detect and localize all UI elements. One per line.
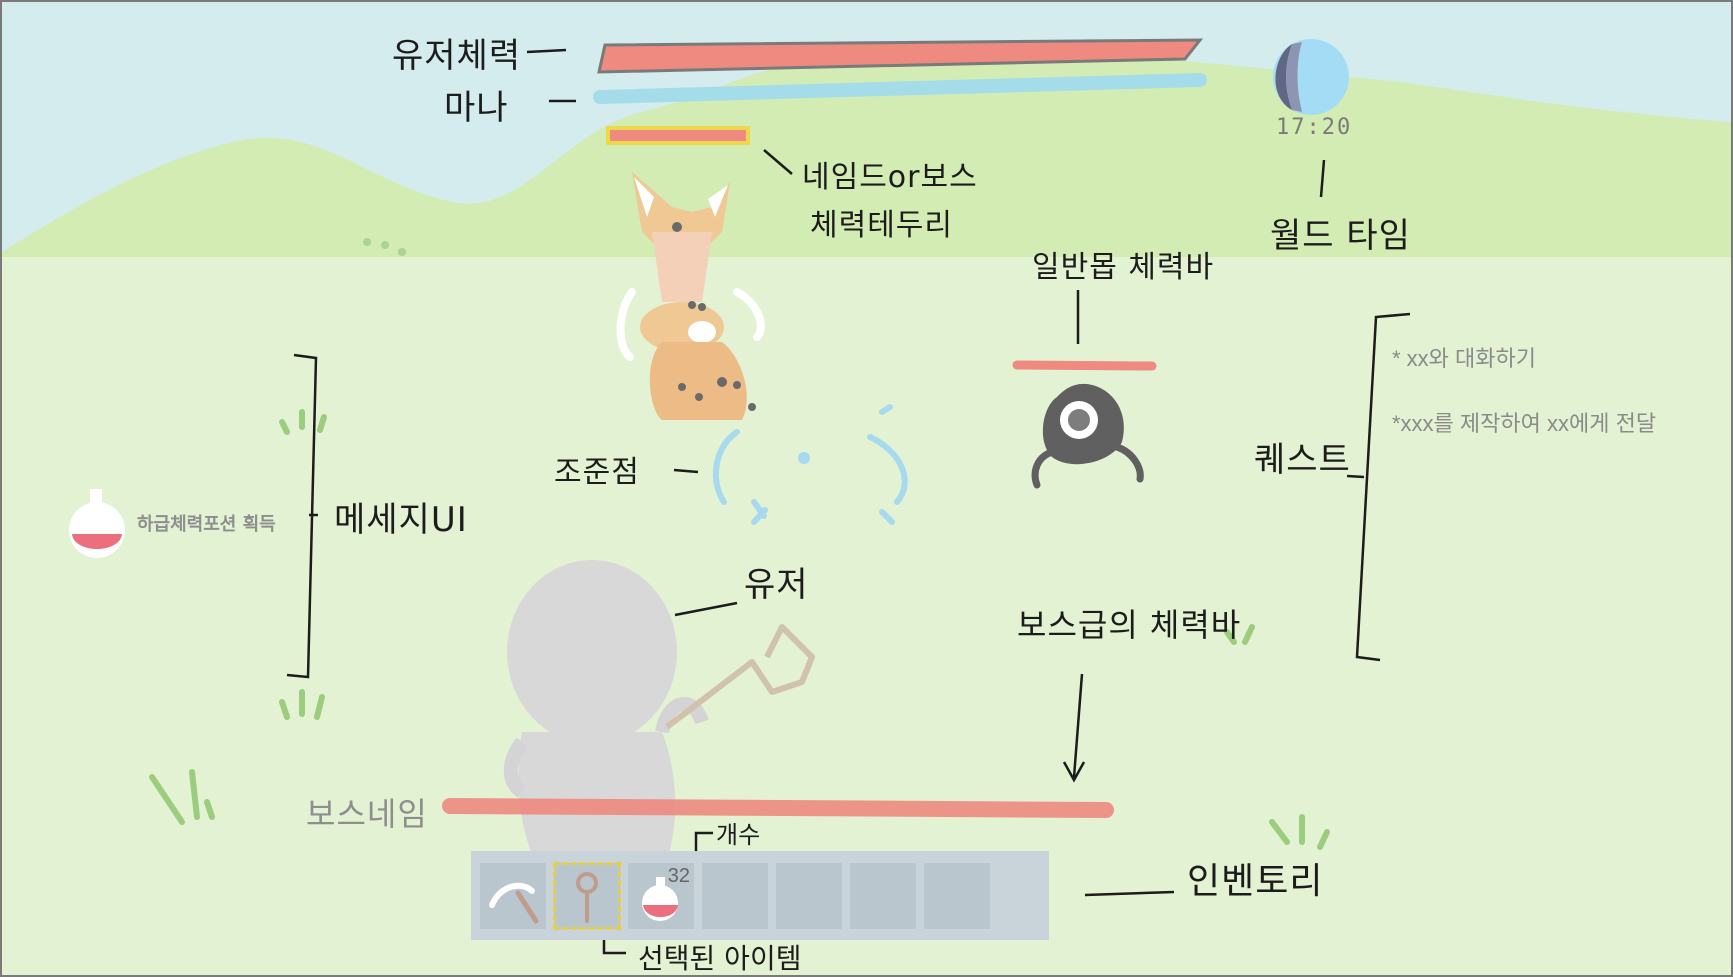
boss-hp-label: 보스급의 체력바: [1017, 606, 1242, 644]
count-label: 개수: [716, 821, 761, 849]
potion-icon: [642, 876, 678, 921]
normal-mob-creature: [1031, 383, 1144, 489]
inventory-slot-7[interactable]: [924, 862, 990, 929]
grass-tufts: [149, 409, 1330, 850]
inventory-slot-1[interactable]: [480, 862, 546, 929]
user-hp-bar: [597, 38, 1204, 74]
named-boss-creature: [616, 172, 765, 420]
selected-item-label: 선택된 아이템: [638, 942, 802, 975]
normal-mob-hp-bar: [1012, 360, 1157, 371]
inventory-slot-6[interactable]: [850, 862, 916, 929]
user-hp-label: 유저체력: [392, 36, 522, 76]
named-boss-hp-label-line1: 네임드or보스: [802, 160, 978, 195]
world-time-label: 월드 타임: [1270, 216, 1411, 256]
message-potion-icon: [69, 489, 125, 558]
named-boss-hp-label-line2: 체력테두리: [810, 208, 953, 243]
normal-mob-hp-label: 일반몹 체력바: [1032, 250, 1215, 285]
named-boss-pointer-line: [763, 149, 793, 175]
inventory-slot-5[interactable]: [776, 862, 842, 929]
key-wand-icon: [576, 871, 598, 923]
boss-name: 보스네임: [306, 795, 428, 833]
inventory-slot-2[interactable]: [553, 861, 621, 930]
message-ui-label: 메세지UI: [334, 500, 468, 540]
message-ui-bracket: [286, 353, 318, 679]
pickaxe-icon: [489, 882, 539, 923]
quest-item-2[interactable]: *xxx를 제작하여 xx에게 전달: [1392, 411, 1657, 436]
user-label: 유저: [744, 565, 809, 605]
crosshair: [712, 404, 908, 525]
slot-count: 32: [667, 864, 690, 887]
named-boss-hp-border: [606, 126, 750, 145]
quest-bracket: [1355, 312, 1411, 662]
world-time-value: 17:20: [1276, 115, 1353, 140]
user-character: [503, 560, 815, 902]
inventory-label: 인벤토리: [1187, 861, 1324, 902]
inventory-bar: 32: [471, 851, 1049, 940]
crosshair-label: 조준점: [554, 455, 640, 490]
grass-dots: [363, 238, 406, 256]
mana-bar: [593, 73, 1207, 104]
message-text: 하급체력포션 획득: [137, 514, 276, 535]
quest-label: 퀘스트: [1254, 440, 1351, 480]
inventory-slot-4[interactable]: [702, 862, 768, 929]
quest-item-1[interactable]: * xx와 대화하기: [1392, 346, 1536, 371]
boss-hp-bar: [442, 798, 1114, 818]
mana-label: 마나: [444, 88, 509, 128]
inventory-slot-3[interactable]: 32: [628, 862, 694, 929]
